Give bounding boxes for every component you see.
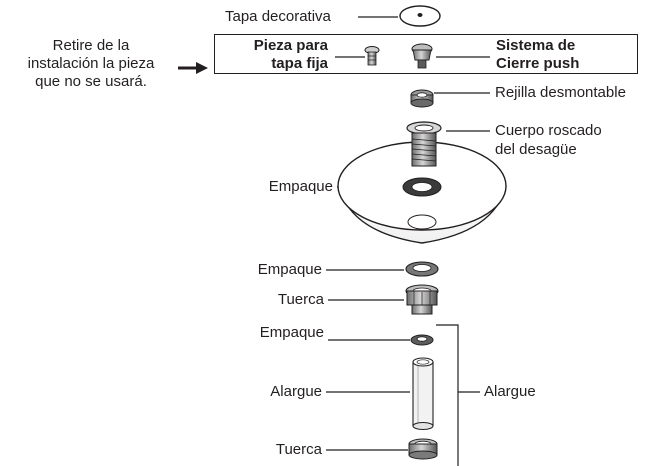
threaded-drain-body-label-line-2: del desagüe [495, 141, 577, 158]
note-line-2: instalación la pieza [27, 55, 155, 72]
extension-tube-label: Alargue [270, 383, 322, 400]
gasket-top-icon [402, 177, 442, 197]
note-line-3: que no se usará. [35, 73, 147, 90]
alternate-parts-box [214, 34, 638, 74]
nut-low-icon [408, 438, 438, 460]
removable-strainer-label: Rejilla desmontable [495, 84, 626, 101]
extension-bracket-label: Alargue [484, 383, 536, 400]
gasket-mid-label: Empaque [257, 261, 322, 278]
push-closure-icon [411, 43, 433, 69]
gasket-top-label: Empaque [268, 178, 333, 195]
push-system-label-line-2: Cierre push [496, 55, 580, 72]
leader-lines [326, 16, 490, 466]
decorative-cap-label: Tapa decorativa [225, 8, 331, 25]
vessel-sink-icon [337, 141, 507, 244]
threaded-drain-body-icon [406, 121, 442, 167]
nut-mid-label: Tuerca [277, 291, 324, 308]
extension-tube-icon [412, 357, 434, 430]
decorative-cap-icon [399, 5, 441, 27]
push-system-label-line-1: Sistema de [496, 37, 576, 54]
threaded-drain-body-label-line-1: Cuerpo roscado [495, 122, 602, 139]
gasket-low-icon [410, 334, 434, 346]
gasket-mid-icon [405, 261, 439, 277]
note-line-1: Retire de la [52, 37, 130, 54]
fixed-cap-piece-icon [364, 46, 380, 66]
instruction-note: Retire de la instalación la pieza que no… [6, 37, 176, 91]
fixed-cap-label-line-1: Pieza para [253, 37, 328, 54]
nut-low-label: Tuerca [275, 441, 322, 458]
fixed-cap-label-line-2: tapa fija [271, 55, 328, 72]
removable-strainer-icon [410, 89, 434, 108]
nut-mid-icon [405, 284, 439, 315]
gasket-low-label: Empaque [259, 324, 324, 341]
arrow-icon [178, 62, 208, 74]
